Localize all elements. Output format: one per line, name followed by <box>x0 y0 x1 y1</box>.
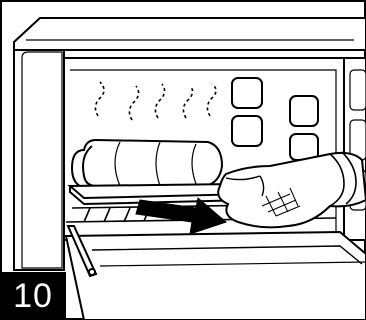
oven-top <box>14 18 366 50</box>
oven-door-open <box>66 232 366 320</box>
control-panel <box>344 58 366 240</box>
step-number: 10 <box>0 272 66 320</box>
food-loaf <box>72 140 222 188</box>
